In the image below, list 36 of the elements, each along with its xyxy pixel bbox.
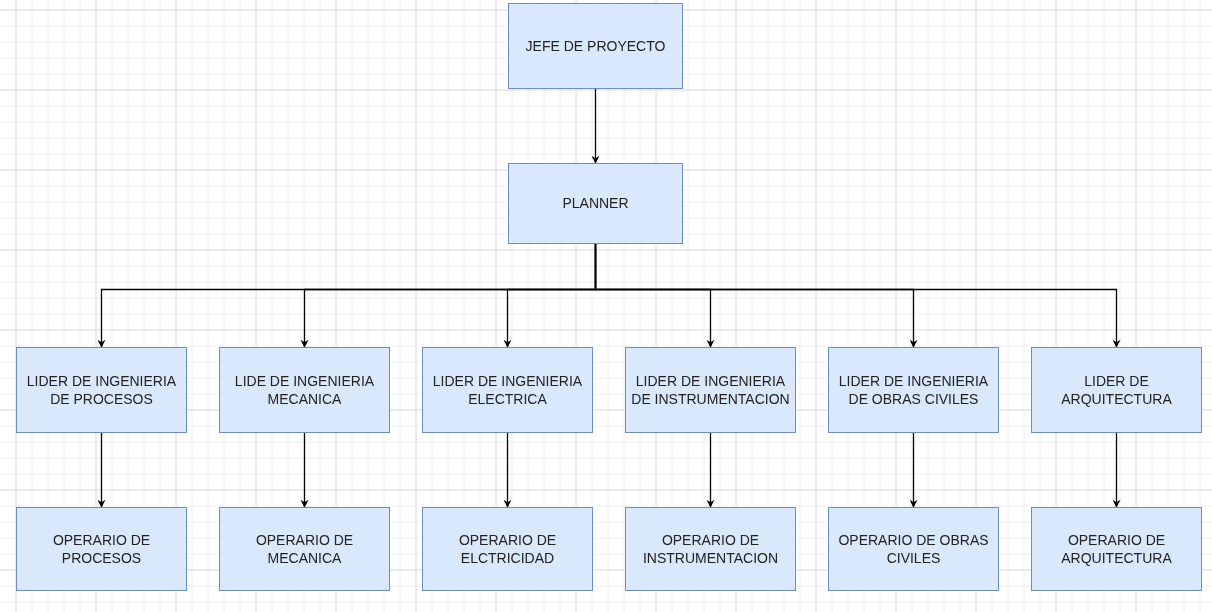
box-label: OPERARIO DE OBRAS CIVILES [837,530,990,568]
arrow [503,432,512,508]
process-box [1031,347,1202,433]
box-label: OPERARIO DE ELCTRICIDAD [457,530,558,568]
arrow [706,432,715,508]
process-box [625,507,796,591]
arrow [1112,432,1121,508]
process-box [508,163,683,244]
box-label: OPERARIO DE MECANICA [254,530,355,568]
box-label: LIDER DE INGENIERIA DE INSTRUMENTACION [630,371,791,409]
box-label: LIDE DE INGENIERIA MECANICA [233,371,376,409]
box-label: LIDER DE ARQUITECTURA [1060,371,1173,409]
process-box [422,507,593,591]
box-label: PLANNER [562,194,629,213]
box-label: LIDER DE INGENIERIA DE OBRAS CIVILES [837,371,990,409]
arrow [909,432,918,508]
process-box [828,507,999,591]
arrow [97,432,106,508]
process-box [16,347,187,433]
process-box [16,507,187,591]
box-label: LIDER DE INGENIERIA DE PROCESOS [25,371,178,409]
box-label: LIDER DE INGENIERIA ELECTRICA [431,371,584,409]
process-box [625,347,796,433]
arrow [300,432,309,508]
process-box [219,507,390,591]
process-box [219,347,390,433]
process-box [1031,507,1202,591]
box-label: JEFE DE PROYECTO [525,36,666,56]
arrow [594,243,1121,348]
box-label: OPERARIO DE PROCESOS [51,530,152,568]
process-box [828,347,999,433]
process-box [422,347,593,433]
arrow [591,88,600,164]
box-label: OPERARIO DE INSTRUMENTACION [641,530,780,568]
box-label: OPERARIO DE ARQUITECTURA [1060,530,1173,568]
process-box [508,3,683,89]
